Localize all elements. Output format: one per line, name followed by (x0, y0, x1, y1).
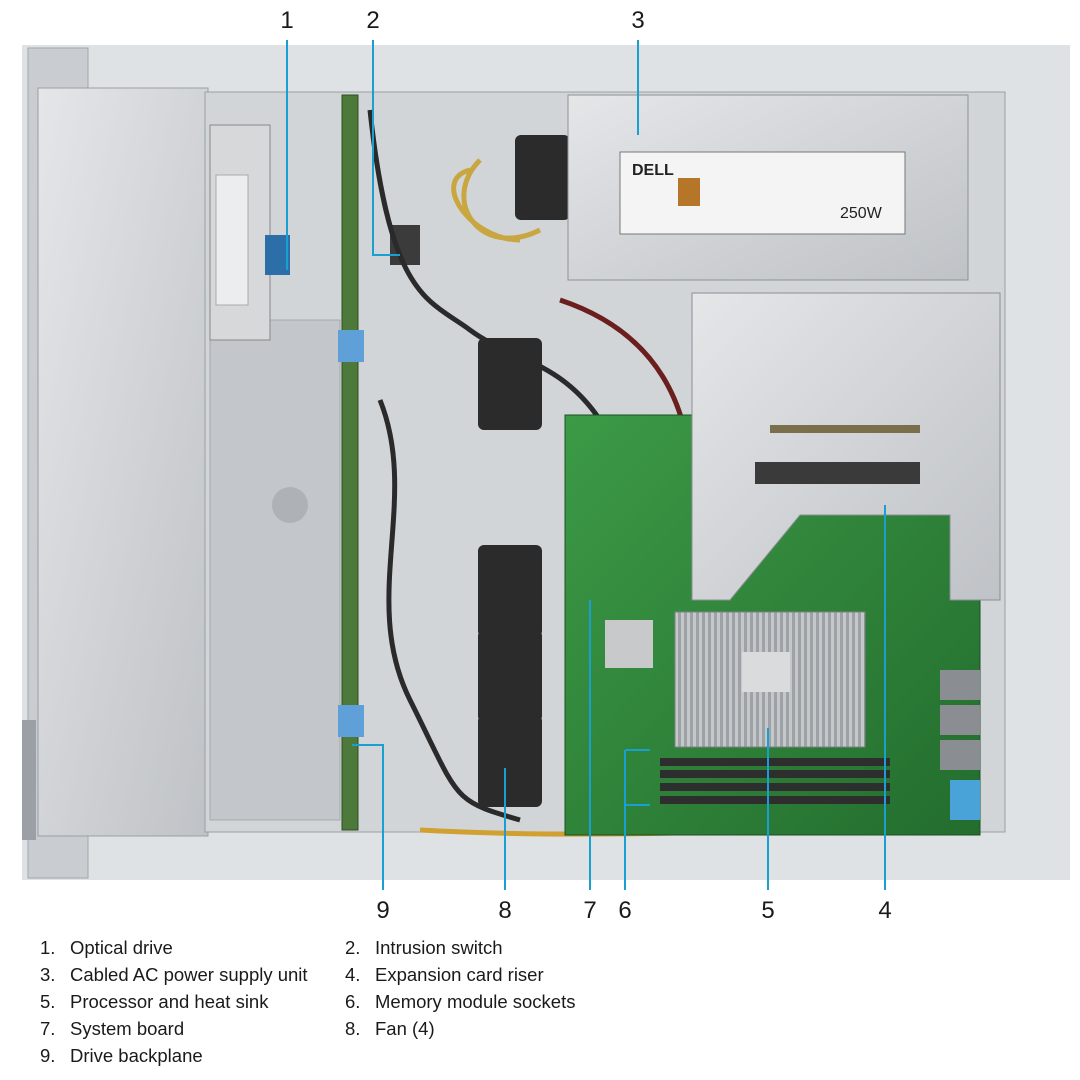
callout-6: 6 (618, 897, 631, 924)
callout-2: 2 (366, 7, 379, 34)
power-supply-unit: DELL 250W (567, 94, 969, 281)
psu-brand: DELL (632, 162, 674, 179)
callout-4: 4 (878, 897, 891, 924)
callout-3: 3 (631, 7, 644, 34)
psu-wattage: 250W (840, 205, 883, 222)
expansion-card-riser (691, 292, 1001, 601)
callout-1: 1 (280, 7, 293, 34)
callout-5: 5 (761, 897, 774, 924)
callout-9: 9 (376, 897, 389, 924)
leader-9 (352, 744, 384, 890)
leader-6 (624, 749, 650, 890)
leader-2 (372, 40, 400, 256)
processor-heat-sink (674, 611, 866, 748)
callout-numbers: 1 2 3 4 5 6 7 8 9 (280, 7, 891, 924)
fans (478, 135, 570, 807)
callout-7: 7 (583, 897, 596, 924)
optical-drive (209, 124, 290, 341)
callout-8: 8 (498, 897, 511, 924)
memory-module-sockets (660, 758, 890, 804)
leader-lines (286, 40, 886, 890)
drive-backplane (338, 94, 364, 831)
